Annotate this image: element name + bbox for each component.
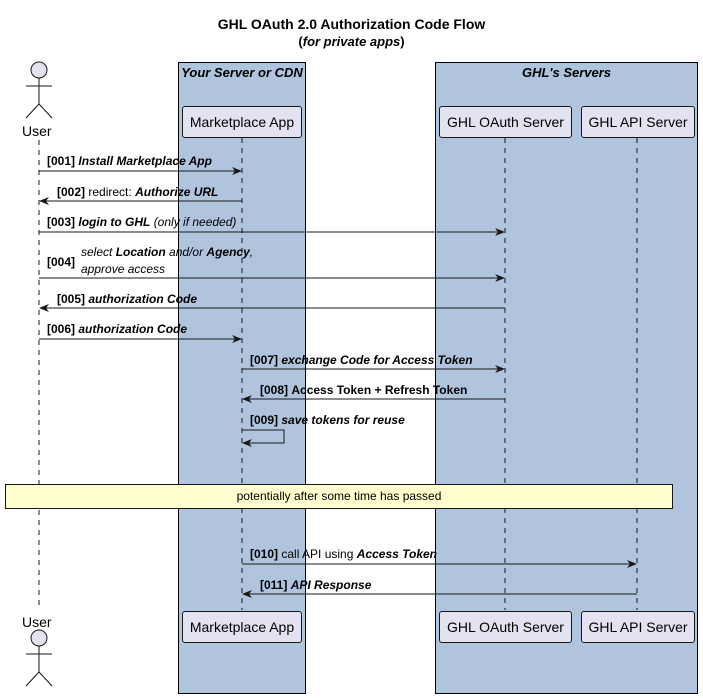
participant-oauth-top: GHL OAuth Server (439, 106, 572, 138)
message-006-bold: authorization Code (78, 322, 188, 336)
participant-marketplace-top: Marketplace App (182, 106, 302, 138)
message-008: [008] Access Token + Refresh Token (260, 383, 467, 397)
message-011-bold: API Response (290, 578, 372, 592)
participant-marketplace-bottom: Marketplace App (182, 611, 302, 643)
user-label-bottom: User (22, 614, 52, 630)
participant-api-bottom: GHL API Server (581, 611, 695, 643)
message-007-num: [007] (250, 353, 279, 367)
message-009: [009] save tokens for reuse (250, 413, 405, 427)
message-009-bold: save tokens for reuse (281, 413, 405, 427)
message-005-bold: authorization Code (88, 292, 198, 306)
subtitle-italic: for private apps (302, 34, 401, 49)
participant-oauth-bottom: GHL OAuth Server (439, 611, 572, 643)
user-actor-bottom-icon (25, 629, 53, 687)
message-002-num: [002] (57, 185, 86, 199)
message-002: [002] redirect: Authorize URL (57, 185, 218, 199)
message-003-bold: login to GHL (78, 215, 151, 229)
subtitle-suffix: ) (400, 34, 405, 49)
time-passed-note: potentially after some time has passed (5, 484, 673, 509)
message-004-approve: approve access (81, 262, 166, 276)
arrow-009 (242, 429, 285, 447)
message-005-num: [005] (57, 292, 86, 306)
message-004-comma: , (249, 245, 254, 259)
user-label-top: User (22, 123, 52, 139)
message-009-num: [009] (250, 413, 279, 427)
message-010-num: [010] (250, 547, 279, 561)
group-ghl-servers-title: GHL's Servers (521, 65, 612, 80)
message-006: [006] authorization Code (47, 322, 187, 336)
message-003-num: [003] (47, 215, 76, 229)
message-004-select: select (81, 245, 113, 259)
subtitle-prefix: ( (298, 34, 303, 49)
group-your-server-title: Your Server or CDN (181, 65, 303, 80)
message-006-num: [006] (47, 322, 76, 336)
message-004-agency: Agency (206, 245, 250, 259)
message-008-bold: Access Token + Refresh Token (291, 383, 468, 397)
participant-api-top: GHL API Server (581, 106, 695, 138)
message-001: [001] Install Marketplace App (47, 154, 212, 168)
message-003-italic: (only if needed) (153, 215, 237, 229)
message-004-num: [004] (47, 255, 76, 269)
message-010-plain: call API using (281, 547, 354, 561)
message-004-location: Location (115, 245, 166, 259)
diagram-subtitle: (for private apps) (0, 34, 703, 49)
message-001-num: [001] (47, 154, 76, 168)
message-007-bold: exchange Code for Access Token (281, 353, 473, 367)
message-002-plain: redirect: (88, 185, 132, 199)
message-001-text: Install Marketplace App (78, 154, 212, 168)
message-004-andor: and/or (169, 245, 204, 259)
message-003: [003] login to GHL (only if needed) (47, 215, 236, 229)
diagram-title: GHL OAuth 2.0 Authorization Code Flow (217, 16, 486, 32)
message-011-num: [011] (260, 578, 288, 592)
message-011: [011] API Response (260, 578, 371, 592)
group-ghl-servers: GHL's Servers (435, 62, 698, 694)
message-002-bold: Authorize URL (135, 185, 219, 199)
message-010: [010] call API using Access Token (250, 547, 437, 561)
message-008-num: [008] (260, 383, 289, 397)
message-010-bold: Access Token (356, 547, 438, 561)
user-actor-top-icon (25, 61, 53, 119)
message-007: [007] exchange Code for Access Token (250, 353, 473, 367)
message-005: [005] authorization Code (57, 292, 197, 306)
